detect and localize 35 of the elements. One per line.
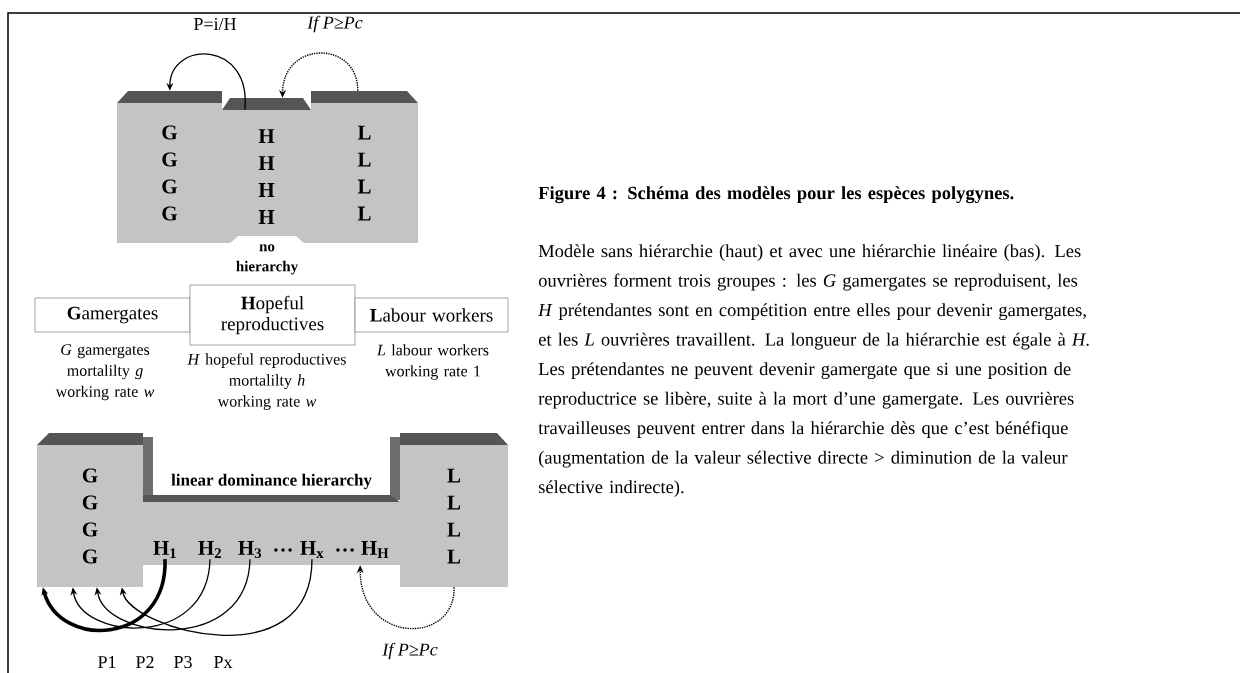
rank-label: H$_{x}$ — [300, 541, 324, 558]
caption-text: H hopeful reproductives mortalilty h working rate w — [187, 353, 346, 410]
edge-label: Px — [214, 656, 233, 668]
edge-label: P3 — [174, 655, 192, 669]
rank-label: H$_{2}$ — [198, 541, 221, 558]
figure-title: Figure 4 : Schéma des modèles pour les espèces polygynes. — [538, 186, 1014, 204]
arrow — [94, 558, 251, 631]
edge-label: P=i/H — [193, 17, 237, 31]
label-box: Gamergates — [34, 297, 191, 333]
caption-text: G gamergates mortalilty g working rate w — [55, 344, 155, 401]
block: G G G G — [37, 433, 143, 587]
node-label: L L L L — [357, 125, 371, 221]
caption-text: L labour workers working rate 1 — [376, 344, 489, 380]
ellipsis-label: … — [274, 548, 292, 552]
caption-text: no hierarchy — [236, 244, 298, 275]
edge-label: If P≥Pc — [382, 642, 438, 660]
rank-label: H$_{1}$ — [153, 541, 176, 558]
arrow — [70, 558, 211, 629]
block: L L L L — [311, 91, 418, 243]
node-label: linear dominance hierarchy — [171, 473, 372, 490]
block: G G G G — [117, 91, 222, 243]
arrow — [41, 559, 167, 633]
edge-label: P2 — [136, 656, 154, 668]
label-box: Hopeful reproductives — [189, 284, 356, 346]
ellipsis-label: … — [336, 548, 354, 552]
rank-label: H$_{H}$ — [361, 541, 389, 558]
block: L L L L — [400, 433, 508, 587]
node-label: G G G G — [162, 125, 178, 221]
edge-label: If P≥Pc — [307, 15, 363, 33]
caption-paragraph: Modèle sans hiérarchie (haut) et avec une hiérarchie linéaire (bas). Les ouvrières forment trois groupes : les G gamergates se reproduisent, les H prétendantes sont en compétition entre elles pour devenir gamergates, et les L ouvrières travaillent. La longueur de la hiérarchie est égale à H. Les prétendantes ne peuvent devenir gamergate que si une position de reproductrice se libère, suite à la mort d’une gamergate. Les ouvrières travailleuses peuvent entrer dans la hiérarchie dès que c’est bénéfique (augmentation de la valeur sélective directe > diminution de la valeur sélective indirecte). — [538, 244, 1089, 497]
edge-label: P1 — [98, 656, 116, 668]
label-box: Labour workers — [354, 297, 509, 333]
rank-label: H$_{3}$ — [238, 541, 262, 558]
block: H H H H — [222, 98, 311, 244]
arrow — [119, 558, 313, 636]
